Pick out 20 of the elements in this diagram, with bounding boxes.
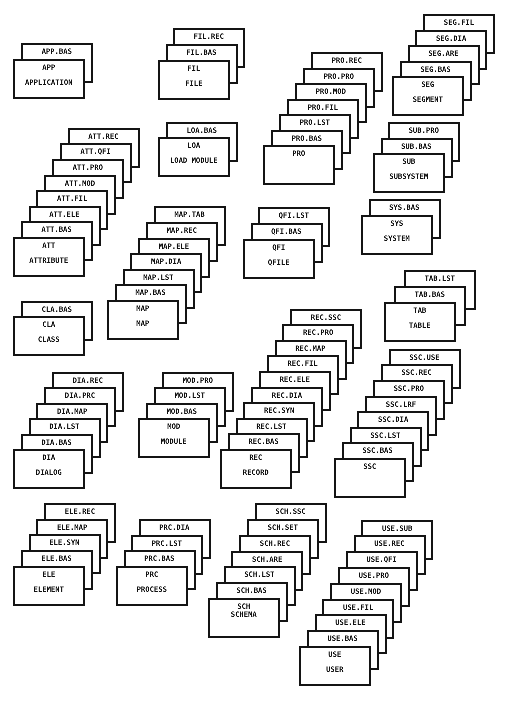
index-card [361,215,433,255]
index-card [107,300,179,340]
index-card [158,60,230,100]
index-card [13,449,85,489]
index-card [158,137,230,177]
index-card [243,239,315,279]
index-card [334,458,406,498]
index-card [13,59,85,99]
index-card [263,145,335,185]
index-card [299,646,371,686]
index-card [220,449,292,489]
index-card [384,302,456,342]
index-card [138,418,210,458]
index-card [116,566,188,606]
index-card [13,316,85,356]
index-card [373,153,445,193]
index-card [13,566,85,606]
index-card [208,598,280,638]
index-card [392,76,464,116]
index-card [13,237,85,277]
